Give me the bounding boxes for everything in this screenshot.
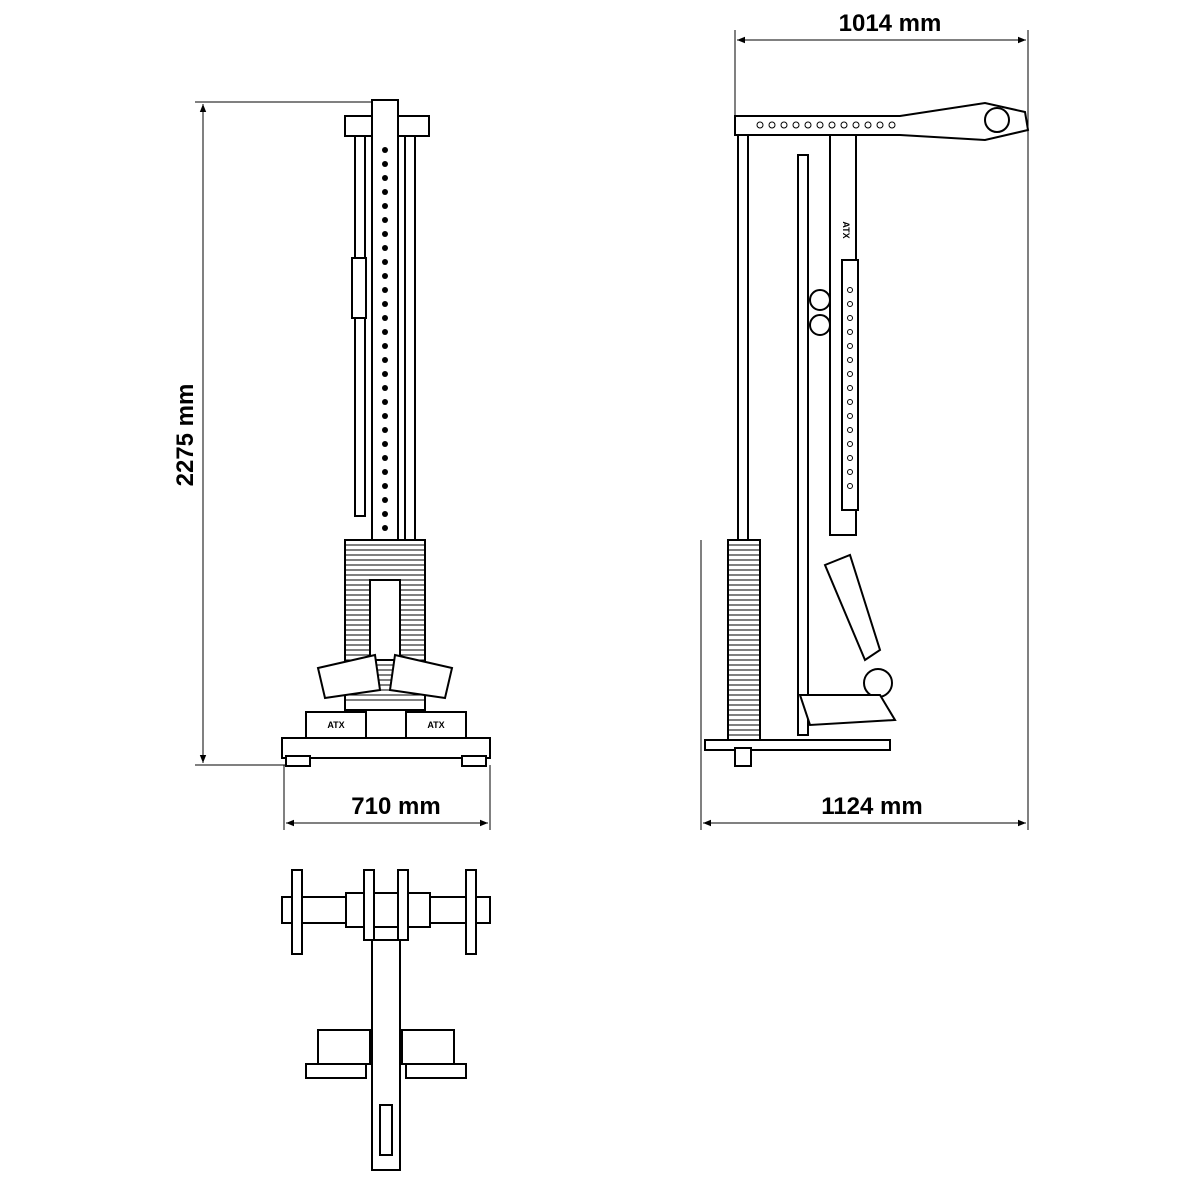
- dimension-side-depth-label: 1124 mm: [821, 793, 922, 820]
- hole: [382, 427, 388, 433]
- hole: [816, 121, 824, 129]
- hole: [382, 273, 388, 279]
- hole: [847, 441, 853, 447]
- dimension-height: 2275 mm: [172, 101, 380, 766]
- hole: [382, 413, 388, 419]
- hole: [382, 287, 388, 293]
- hole: [847, 301, 853, 307]
- dimension-height-label: 2275 mm: [172, 384, 199, 487]
- hole: [382, 511, 388, 517]
- hole: [847, 357, 853, 363]
- hole: [847, 315, 853, 321]
- hole: [382, 217, 388, 223]
- hole: [756, 121, 764, 129]
- hole: [847, 469, 853, 475]
- dimension-side-depth: 1124 mm: [700, 540, 1026, 830]
- hole: [382, 441, 388, 447]
- hole: [847, 287, 853, 293]
- hole: [382, 203, 388, 209]
- hole: [768, 121, 776, 129]
- svg-text:ATX: ATX: [841, 221, 851, 238]
- hole: [382, 385, 388, 391]
- front-view: ATX ATX: [281, 99, 491, 767]
- hole: [382, 231, 388, 237]
- dimension-top-width: 1014 mm: [734, 10, 1029, 830]
- hole: [847, 483, 853, 489]
- hole: [852, 121, 860, 129]
- hole: [382, 147, 388, 153]
- hole: [382, 399, 388, 405]
- hole: [780, 121, 788, 129]
- hole: [828, 121, 836, 129]
- hole: [382, 525, 388, 531]
- hole: [888, 121, 896, 129]
- hole: [382, 497, 388, 503]
- dimension-front-width: 710 mm: [283, 765, 491, 830]
- hole: [382, 175, 388, 181]
- dimension-front-width-label: 710 mm: [351, 793, 440, 820]
- hole: [382, 315, 388, 321]
- logo-text: ATX: [427, 720, 444, 730]
- hole: [382, 189, 388, 195]
- hole: [840, 121, 848, 129]
- hole: [382, 259, 388, 265]
- hole: [847, 329, 853, 335]
- dimension-top-width-label: 1014 mm: [839, 10, 942, 37]
- hole: [847, 413, 853, 419]
- hole: [382, 357, 388, 363]
- hole: [382, 245, 388, 251]
- hole: [382, 161, 388, 167]
- hole: [382, 455, 388, 461]
- hole: [382, 329, 388, 335]
- hole: [847, 385, 853, 391]
- side-view: ATX: [704, 101, 1030, 767]
- hole: [382, 371, 388, 377]
- hole: [847, 371, 853, 377]
- hole: [804, 121, 812, 129]
- hole: [847, 455, 853, 461]
- hole: [876, 121, 884, 129]
- logo-text: ATX: [327, 720, 344, 730]
- hole: [847, 399, 853, 405]
- hole: [847, 427, 853, 433]
- hole: [382, 469, 388, 475]
- hole: [864, 121, 872, 129]
- hole: [382, 483, 388, 489]
- hole: [792, 121, 800, 129]
- hole: [382, 301, 388, 307]
- top-view: [281, 869, 491, 1171]
- hole: [847, 343, 853, 349]
- hole: [382, 343, 388, 349]
